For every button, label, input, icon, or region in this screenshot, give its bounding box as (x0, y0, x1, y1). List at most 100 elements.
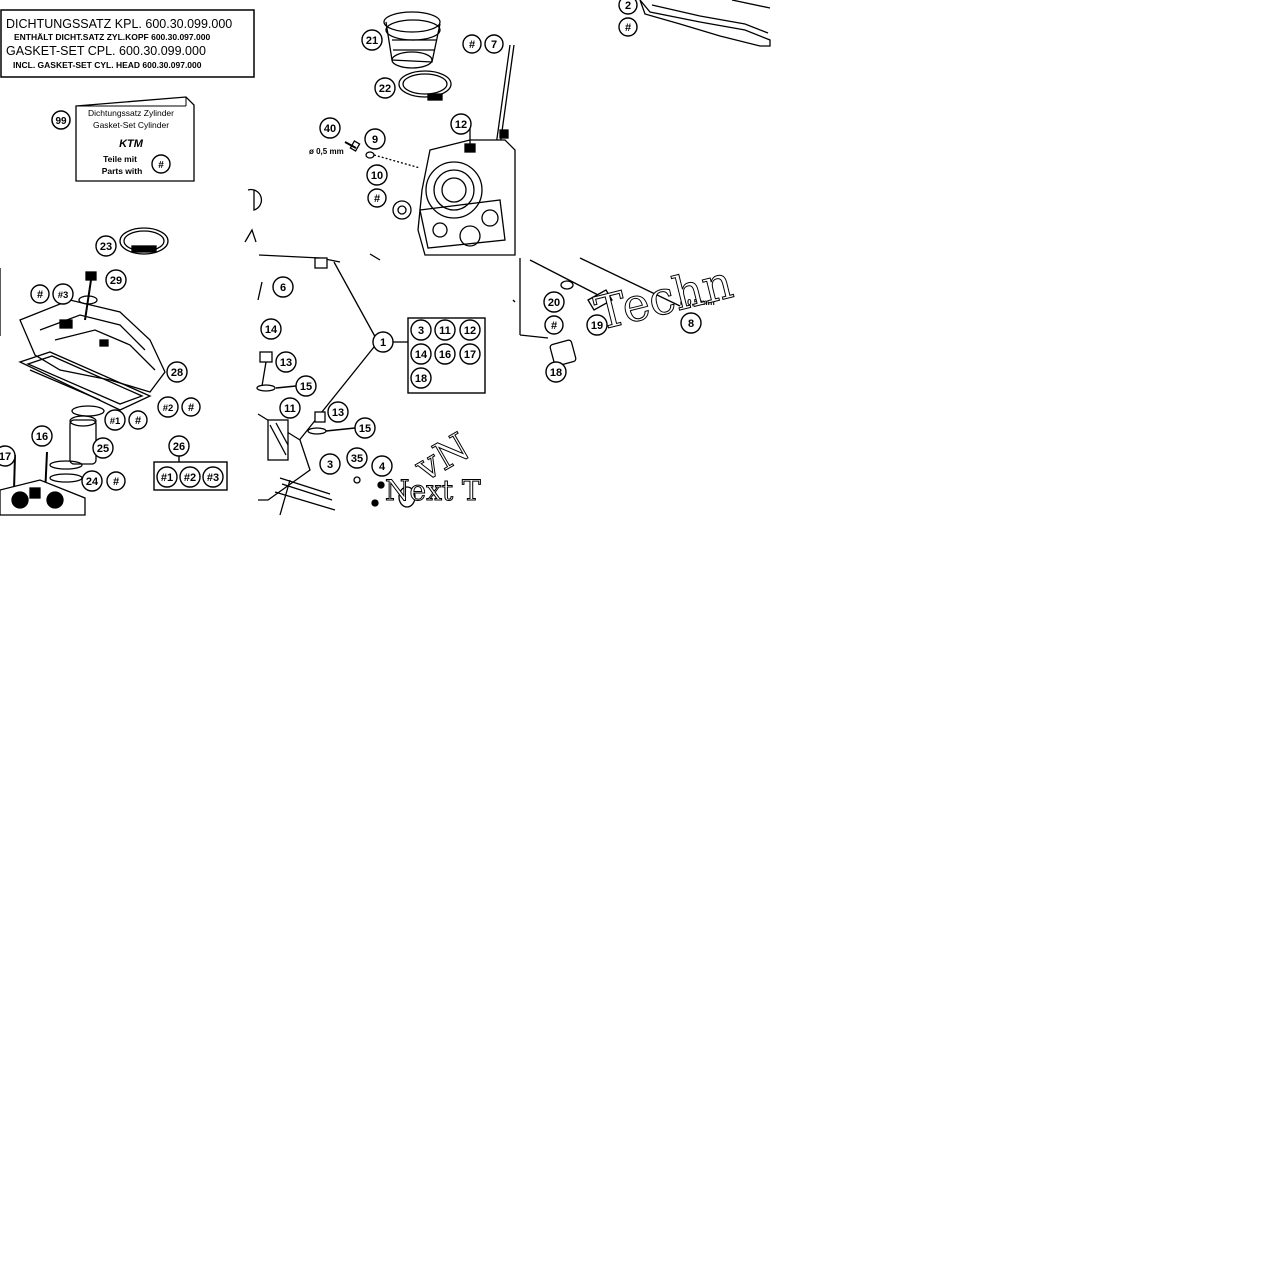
dimension-label-1: ø 0,5 mm (309, 147, 344, 156)
box-line-1: Dichtungssatz Zylinder (88, 108, 174, 118)
callout-13-b-label: 13 (332, 407, 344, 419)
group-1-item-label-6: 18 (415, 373, 427, 385)
callout-6-label: 6 (280, 282, 286, 294)
valve-cover-drawing (0, 227, 169, 516)
callout-hash-28-label: # (188, 402, 194, 414)
group-1-item-4 (434, 343, 456, 365)
callout-28 (166, 361, 188, 383)
group-1-item-5 (459, 343, 481, 365)
box-line-2: Gasket-Set Cylinder (93, 120, 169, 130)
watermark-next: Next T (385, 474, 481, 507)
group-1-item-label-2: 12 (464, 325, 476, 337)
group-26-item-label-2: #3 (207, 472, 219, 484)
callout-hash2 (157, 396, 179, 418)
callout-hash-left-label: # (37, 289, 43, 301)
gasket-set-cylinder-box: 99 Dichtungssatz Zylinder Gasket-Set Cyl… (51, 96, 195, 182)
callout-40-label: 40 (324, 123, 336, 135)
callout-23-label: 23 (100, 241, 112, 253)
callout-22-label: 22 (379, 83, 391, 95)
header-line-3: GASKET-SET CPL. 600.30.099.000 (6, 44, 206, 58)
callout-15-b-label: 15 (359, 423, 371, 435)
callout-hash-25 (128, 410, 148, 430)
group-1-item-label-4: 16 (439, 349, 451, 361)
callout-13-a-label: 13 (280, 357, 292, 369)
blank-area-right (771, 0, 1285, 258)
group-1-item-label-3: 14 (415, 349, 428, 361)
callout-hash1-label: #1 (110, 416, 121, 427)
callout-hash-24 (106, 471, 126, 491)
callout-10-label: 10 (371, 170, 383, 182)
callout-29-label: 29 (110, 275, 122, 287)
blank-area-lower (0, 516, 1285, 1285)
group-1-item-2 (459, 319, 481, 341)
callout-1 (372, 331, 394, 353)
callout-20-label: 20 (548, 297, 560, 309)
group-1-item-label-5: 17 (464, 349, 476, 361)
callout-99-label: 99 (55, 116, 67, 127)
group-26-item-label-1: #2 (184, 472, 196, 484)
group-1-item-0 (410, 319, 432, 341)
callout-hash3-label: #3 (58, 290, 69, 301)
callout-12-top-label: 12 (455, 119, 467, 131)
gasket-set-header: DICHTUNGSSATZ KPL. 600.30.099.000 ENTHÄL… (0, 9, 255, 78)
callout-16 (31, 425, 53, 447)
callout-hash-top-right-label: # (625, 22, 631, 34)
callout-13-b (327, 401, 349, 423)
callout-hash2-label: #2 (163, 403, 174, 414)
callout-6 (272, 276, 294, 298)
callout-8-label: 8 (688, 318, 694, 330)
callout-3 (319, 453, 341, 475)
callout-16-label: 16 (36, 431, 48, 443)
group-1-item-label-1: 11 (439, 325, 451, 337)
callout-40 (319, 117, 341, 139)
callout-22 (374, 77, 396, 99)
callout-9 (364, 128, 386, 150)
cylinder-head-drawing (244, 11, 516, 256)
head-gasket-drawing (639, 0, 771, 47)
callout-21-label: 21 (366, 35, 378, 47)
callout-24-label: 24 (86, 476, 99, 488)
callout-hash-left (30, 284, 50, 304)
callout-35 (346, 447, 368, 469)
callout-2 (618, 0, 638, 15)
callout-hash-28 (181, 397, 201, 417)
callout-group: 2 # 21 # 7 22 40 9 12 10 # 23 29 # #3 28… (0, 0, 702, 492)
callout-hash-20 (544, 315, 564, 335)
callout-hash-top-right (618, 17, 638, 37)
callout-35-label: 35 (351, 453, 363, 465)
callout-17-left (0, 445, 16, 467)
group-26-item-label-0: #1 (161, 472, 173, 484)
callout-3-label: 3 (327, 459, 333, 471)
callout-1-label: 1 (380, 337, 386, 349)
callout-11 (279, 397, 301, 419)
box-hash-mark: # (158, 160, 164, 171)
group-26-item-2 (202, 466, 224, 488)
callout-4-label: 4 (379, 461, 386, 473)
callout-25 (92, 437, 114, 459)
callout-19 (586, 314, 608, 336)
callout-19-label: 19 (591, 320, 603, 332)
callout-21 (361, 29, 383, 51)
callout-9-label: 9 (372, 134, 378, 146)
dimension-label-2: ø 0,5 mm (680, 298, 715, 307)
callout-20 (543, 291, 565, 313)
callout-13-a (275, 351, 297, 373)
callout-26-label: 26 (173, 441, 185, 453)
callout-hash-10 (367, 188, 387, 208)
callout-14-label: 14 (265, 324, 278, 336)
callout-hash3 (52, 283, 74, 305)
callout-hash-7 (462, 34, 482, 54)
group-1-item-1 (434, 319, 456, 341)
callout-hash1 (104, 409, 126, 431)
blank-area-mid (493, 400, 1285, 516)
watermark-techn: Techn (590, 255, 738, 341)
header-line-2: ENTHÄLT DICHT.SATZ ZYL.KOPF 600.30.097.0… (14, 32, 210, 42)
callout-99 (51, 110, 71, 130)
callout-4 (371, 455, 393, 477)
header-line-4: INCL. GASKET-SET CYL. HEAD 600.30.097.00… (13, 60, 202, 70)
callout-hash-25-label: # (135, 415, 141, 427)
callout-hash-20-label: # (551, 320, 557, 332)
callout-18-label: 18 (550, 367, 562, 379)
